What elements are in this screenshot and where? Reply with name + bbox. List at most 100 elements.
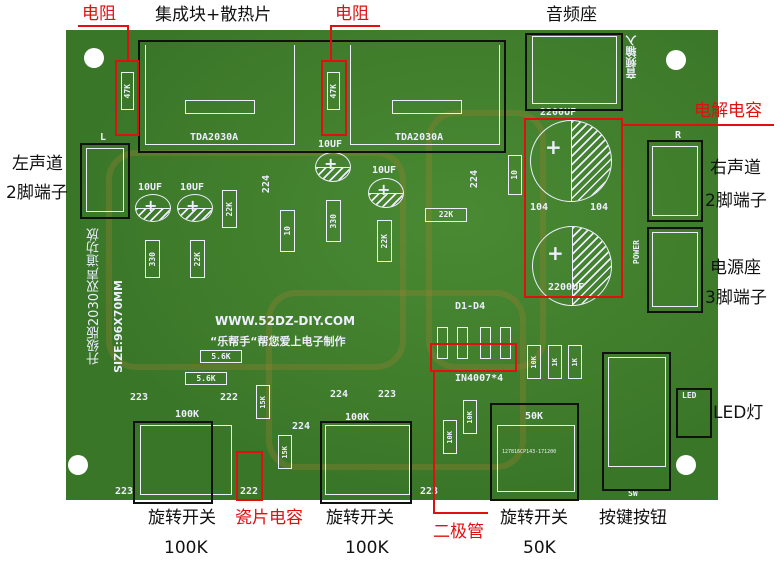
resistor-10k: 10K: [463, 400, 477, 434]
resistor-15k: 15K: [256, 385, 270, 419]
annotation-pot1-value: 100K: [164, 538, 208, 558]
cap-label: 2200UF: [548, 282, 585, 293]
electrolytic-cap-2200uf: +: [532, 226, 612, 306]
pot-label: 100K: [175, 409, 200, 420]
diodes-label: D1-D4: [455, 301, 486, 312]
leader-line: [330, 25, 380, 27]
annotation-left-channel: 左声道: [12, 154, 63, 174]
pot-outline: [497, 425, 575, 492]
right-terminal-outline: [652, 146, 698, 216]
cap-label: 224: [469, 170, 480, 189]
mounting-hole: [84, 48, 104, 68]
electrolytic-cap-small: +: [135, 194, 171, 222]
annotation-right-terminal: 2脚端子: [705, 191, 767, 211]
resistor-1k: 1K: [568, 345, 582, 379]
resistor-2-box: [321, 60, 347, 136]
mounting-hole: [676, 455, 696, 475]
diode-part-label: IN4007*4: [455, 373, 504, 384]
heatsink-outline-1: [145, 45, 295, 145]
cap-label: 224: [261, 175, 272, 194]
pot1-box: [133, 421, 213, 504]
right-label: R: [675, 130, 682, 141]
resistor-5.6k: 5.6K: [185, 372, 227, 385]
annotation-power-socket: 电源座: [710, 258, 761, 278]
left-terminal-outline: [86, 148, 124, 212]
annotation-pot3: 旋转开关: [500, 508, 568, 528]
resistor-15k: 15K: [278, 435, 292, 469]
resistor-1-box: [115, 60, 139, 136]
switch-outline: [608, 357, 666, 467]
cap-label: 222: [240, 486, 259, 497]
electrolytic-cap-box: [524, 118, 623, 298]
annotation-diode: 二极管: [433, 522, 484, 542]
audio-input-label: 音频输入: [625, 35, 638, 79]
left-label: L: [100, 132, 107, 143]
power-terminal-outline: [652, 232, 698, 307]
resistor-22k: 22K: [377, 220, 392, 262]
power-label: POWER: [632, 240, 641, 265]
slogan-silkscreen: “乐帮手“帮您爱上电子制作: [210, 335, 346, 348]
audio-socket-box: [525, 33, 623, 111]
cap-label: 223: [378, 389, 397, 400]
resistor-10: 10: [508, 155, 522, 195]
leader-line: [127, 25, 129, 61]
left-terminal-box: [80, 143, 130, 219]
annotation-pot2: 旋转开关: [326, 508, 394, 528]
audio-socket-outline: [532, 36, 617, 104]
resistor-330: 330: [326, 200, 341, 242]
ic-heatsink-box: [138, 40, 506, 153]
led-silk-label: LED: [682, 391, 697, 400]
ceramic-cap-box: [236, 451, 263, 501]
pot-label: 100K: [345, 412, 370, 423]
annotation-audio-socket: 音频座: [546, 5, 597, 25]
resistor-22k: 22K: [190, 240, 205, 278]
annotation-ic-heatsink: 集成块+散热片: [155, 5, 272, 25]
leader-line: [330, 25, 332, 61]
leader-line: [433, 371, 435, 513]
cap-label: 10UF: [372, 165, 397, 176]
resistor-1k: 1K: [548, 345, 562, 379]
board-title: 升级版2030双声道功放: [87, 228, 102, 366]
annotation-pot3-value: 50K: [523, 538, 556, 558]
ic-label: TDA2030A: [190, 132, 239, 143]
right-terminal-box: [647, 140, 703, 222]
cap-label: 223: [130, 392, 149, 403]
pot-outline: [325, 425, 410, 495]
electrolytic-cap-small: +: [177, 194, 213, 222]
annotation-ceramic-cap: 瓷片电容: [235, 508, 303, 528]
annotation-electrolytic-cap: 电解电容: [694, 101, 762, 121]
resistor-22k: 22K: [425, 208, 467, 222]
annotation-resistor: 电阻: [82, 4, 116, 24]
pot-outline: [140, 425, 232, 495]
cap-label: 10UF: [180, 182, 205, 193]
cap-label: 2200UF: [540, 107, 577, 118]
cap-label: 224: [330, 389, 349, 400]
annotation-button: 按键按钮: [599, 508, 667, 528]
leader-line: [622, 124, 774, 126]
pot3-box: [490, 403, 579, 501]
annotation-pot1: 旋转开关: [148, 508, 216, 528]
diode-box: [430, 343, 517, 372]
resistor-22k: 22K: [222, 190, 237, 228]
cap-label: 223: [420, 486, 439, 497]
board-size: SIZE:96X70MM: [112, 280, 125, 373]
ic-body-1: [185, 100, 255, 114]
resistor-10k: 10K: [443, 420, 457, 454]
annotation-right-channel: 右声道: [710, 158, 761, 178]
cap-label: 222: [220, 392, 239, 403]
annotation-pot2-value: 100K: [345, 538, 389, 558]
leader-line: [78, 25, 128, 27]
electrolytic-cap-small: +: [368, 178, 404, 208]
cap-label: 104: [590, 202, 609, 213]
resistor-47k: 47K: [327, 72, 340, 110]
pot-label: 50K: [525, 411, 544, 422]
annotation-resistor: 电阻: [335, 4, 369, 24]
website-silkscreen: WWW.52DZ-DIY.COM: [215, 314, 356, 328]
switch-box: [602, 352, 671, 491]
mounting-hole: [68, 455, 88, 475]
sw-label: SW: [628, 489, 638, 498]
heatsink-outline-2: [350, 45, 500, 145]
cap-label: 224: [292, 421, 311, 432]
ic-body-2: [392, 100, 462, 114]
electrolytic-cap-2200uf: +: [530, 120, 612, 202]
